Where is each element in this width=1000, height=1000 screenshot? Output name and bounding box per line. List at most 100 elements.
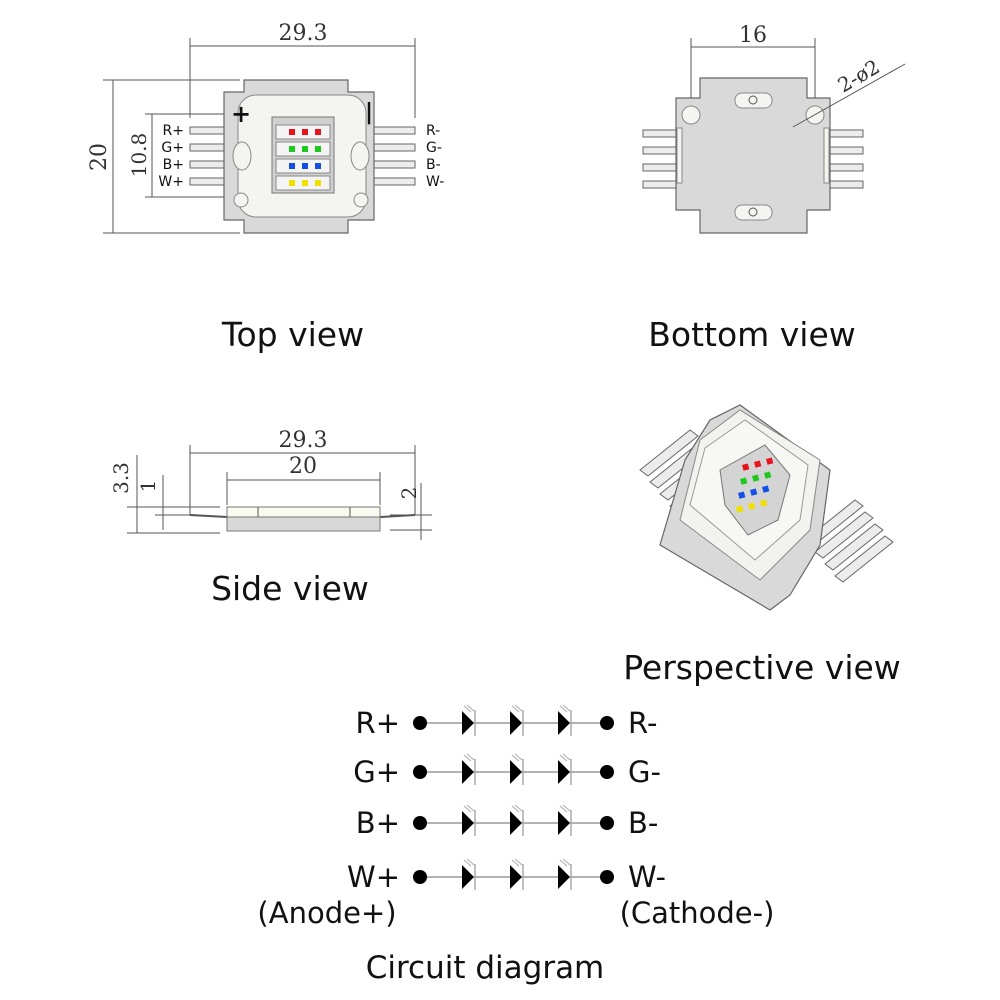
- bottom-pin-left: [642, 163, 680, 172]
- perspective-led-chip: [759, 499, 768, 507]
- led-chip: [302, 163, 308, 169]
- led-diode-icon: [510, 760, 522, 784]
- bottom-pin-left: [642, 180, 680, 189]
- perspective-view: Perspective view: [623, 404, 901, 687]
- light-emission-arrow: [511, 754, 520, 762]
- perspective-led-chip: [739, 477, 748, 485]
- anode-label: (Anode+): [257, 896, 396, 930]
- light-emission-arrow: [514, 753, 523, 761]
- pin-label-b-minus: B-: [426, 157, 441, 173]
- perspective-led-chip: [754, 460, 762, 468]
- led-chip: [289, 163, 295, 169]
- circuit-label-r-minus: R-: [628, 706, 657, 740]
- perspective-led-chip: [735, 505, 744, 513]
- perspective-led-chip: [741, 463, 750, 471]
- light-emission-arrow: [562, 804, 571, 812]
- circuit-label-w-plus: W+: [347, 860, 400, 894]
- bottom-pin-right: [826, 163, 864, 172]
- side-top-housing: [226, 506, 381, 518]
- led-diode-icon: [462, 760, 474, 784]
- pin-label-g-plus: G+: [161, 140, 184, 156]
- light-emission-arrow: [466, 704, 475, 712]
- perspective-led-chip: [738, 491, 746, 499]
- light-emission-arrow: [511, 859, 520, 867]
- circuit-diagram-title: Circuit diagram: [366, 950, 605, 986]
- bottom-view-title: Bottom view: [648, 315, 856, 354]
- anode-terminal: [413, 716, 427, 730]
- bottom-pin-right: [826, 129, 864, 138]
- pin-label-g-minus: G-: [426, 140, 442, 156]
- light-emission-arrow: [463, 805, 472, 813]
- hole-diameter-note: 2-ø2: [834, 54, 884, 97]
- side-pin-left: [189, 514, 228, 518]
- circuit-label-r-plus: R+: [356, 706, 400, 740]
- light-emission-arrow: [514, 858, 523, 866]
- led-diode-icon: [558, 811, 570, 835]
- top-pin-right: [369, 177, 416, 186]
- light-emission-arrow: [559, 754, 568, 762]
- bottom-chip-body: [675, 77, 831, 234]
- perspective-led-array: [735, 457, 774, 513]
- light-emission-arrow: [463, 754, 472, 762]
- top-view-title: Top view: [221, 315, 364, 354]
- bottom-pin-strip-left: [676, 127, 683, 184]
- anode-terminal: [413, 870, 427, 884]
- led-diode-icon: [462, 711, 474, 735]
- top-pin-span-dimension: 10.8: [127, 133, 151, 178]
- anode-terminal: [413, 816, 427, 830]
- mount-hole-left: [681, 105, 701, 125]
- pin-label-w-plus: W+: [158, 174, 184, 190]
- bottom-pin-right: [826, 180, 864, 189]
- bottom-pin-left: [642, 129, 680, 138]
- light-emission-arrow: [559, 705, 568, 713]
- side-body-length-dimension: 20: [289, 454, 317, 479]
- light-emission-arrow: [559, 805, 568, 813]
- bottom-hole-spacing-dimension: 16: [739, 23, 767, 48]
- pin-label-r-minus: R-: [426, 123, 440, 139]
- light-emission-arrow: [562, 704, 571, 712]
- top-pin-right: [369, 160, 416, 169]
- top-hole-right: [353, 192, 369, 208]
- top-slot-right: [350, 141, 370, 171]
- led-array: [275, 124, 331, 191]
- bottom-slot-bottom: [734, 204, 773, 221]
- side-base-dimension: 2: [397, 487, 421, 500]
- bottom-pin-left: [642, 146, 680, 155]
- perspective-led-chip: [766, 457, 774, 465]
- light-emission-arrow: [466, 804, 475, 812]
- top-slot-left: [232, 141, 252, 171]
- top-hole-left: [233, 192, 249, 208]
- led-diode-icon: [462, 811, 474, 835]
- side-view-title: Side view: [211, 569, 369, 608]
- led-diode-icon: [510, 811, 522, 835]
- bottom-slot-top: [734, 92, 773, 109]
- light-emission-arrow: [466, 858, 475, 866]
- pin-labels: R+ G+ B+ W+ R- G- B- W-: [158, 123, 444, 190]
- plus-marker: +: [231, 100, 251, 128]
- led-chip: [302, 146, 308, 152]
- light-emission-arrow: [562, 858, 571, 866]
- perspective-led-chip: [752, 474, 760, 482]
- led-chip: [315, 129, 321, 135]
- cathode-label: (Cathode-): [620, 896, 775, 930]
- side-total-length-dimension: 29.3: [279, 428, 328, 453]
- perspective-view-title: Perspective view: [623, 648, 901, 687]
- perspective-led-chip: [749, 488, 758, 496]
- pin-label-r-plus: R+: [163, 123, 184, 139]
- circuit-label-b-plus: B+: [356, 806, 400, 840]
- top-pin-right: [369, 143, 416, 152]
- led-chip: [315, 163, 321, 169]
- top-height-dimension: 20: [87, 143, 112, 171]
- perspective-led-chip: [748, 502, 756, 510]
- top-width-dimension: 29.3: [279, 21, 328, 46]
- perspective-led-chip: [763, 471, 772, 479]
- pin-label-w-minus: W-: [426, 174, 444, 190]
- side-height-dimension: 3.3: [109, 462, 133, 494]
- circuit-label-g-plus: G+: [353, 755, 400, 789]
- led-diode-icon: [510, 865, 522, 889]
- light-emission-arrow: [511, 705, 520, 713]
- light-emission-arrow: [514, 804, 523, 812]
- circuit-wires: [413, 704, 614, 890]
- hole-leader-line: [792, 63, 906, 128]
- bottom-pin-strip-right: [823, 127, 830, 184]
